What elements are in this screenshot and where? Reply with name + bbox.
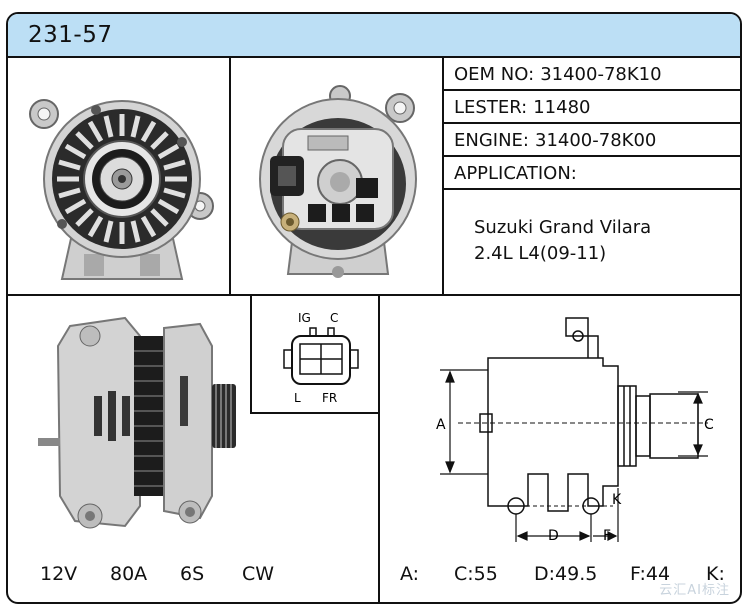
- dim-k-label: K: [612, 492, 622, 508]
- divider-top-1: [229, 58, 231, 294]
- pin-fr-label: FR: [322, 391, 337, 405]
- part-number: 231-57: [28, 22, 113, 48]
- dim-f-value: F:44: [630, 563, 671, 585]
- watermark: 云汇AI标注: [659, 583, 730, 598]
- spec-label-application: APPLICATION:: [454, 163, 577, 184]
- spec-label-engine: ENGINE:: [454, 130, 529, 151]
- connector-box-bottom: [250, 412, 380, 414]
- pin-ig-label: IG: [298, 311, 311, 325]
- dim-c-label: C: [704, 417, 714, 433]
- divider-middle: [8, 294, 740, 296]
- dim-d-value: D:49.5: [534, 563, 598, 585]
- dim-f-label: F: [603, 528, 611, 544]
- dim-a-value: A:: [400, 563, 420, 585]
- dim-d-label: D: [548, 528, 559, 544]
- spec-value-engine: 31400-78K00: [535, 130, 657, 151]
- divider-top-2: [442, 58, 444, 294]
- spec-pulley: 6S: [180, 563, 205, 585]
- pin-l-label: L: [294, 391, 301, 405]
- pin-c-label: C: [330, 311, 338, 325]
- spec-amperage: 80A: [110, 563, 148, 585]
- dimension-drawing: A C D F K: [436, 317, 714, 544]
- spec-row-oem: OEM NO:31400-78K10: [444, 58, 740, 91]
- spec-value-lester: 11480: [533, 97, 591, 118]
- spec-label-oem: OEM NO:: [454, 64, 535, 85]
- alternator-rear-photo: [259, 85, 417, 278]
- spec-row-lester: LESTER:11480: [444, 91, 740, 124]
- spec-row-application: APPLICATION:: [444, 157, 740, 190]
- application-line-1: Suzuki Grand Vilara: [474, 217, 652, 238]
- dim-k-value: K:: [706, 563, 725, 585]
- dim-c-value: C:55: [454, 563, 498, 585]
- alternator-side-photo: [38, 316, 236, 529]
- header-bar: 231-57: [8, 14, 740, 58]
- spec-row-engine: ENGINE: 31400-78K00: [444, 124, 740, 157]
- alternator-front-photo: [29, 99, 214, 280]
- product-card: 231-57 OEM NO:31400-78K10 LESTER:11480 E…: [6, 12, 742, 604]
- spec-rotation: CW: [242, 563, 275, 585]
- application-line-2: 2.4L L4(09-11): [474, 243, 607, 264]
- connector-box-left: [250, 296, 252, 414]
- spec-value-oem: 31400-78K10: [540, 64, 662, 85]
- divider-bottom: [378, 296, 380, 602]
- connector-diagram: IG C L FR: [283, 311, 359, 405]
- spec-voltage: 12V: [40, 563, 78, 585]
- spec-label-lester: LESTER:: [454, 97, 528, 118]
- dim-a-label: A: [436, 417, 446, 433]
